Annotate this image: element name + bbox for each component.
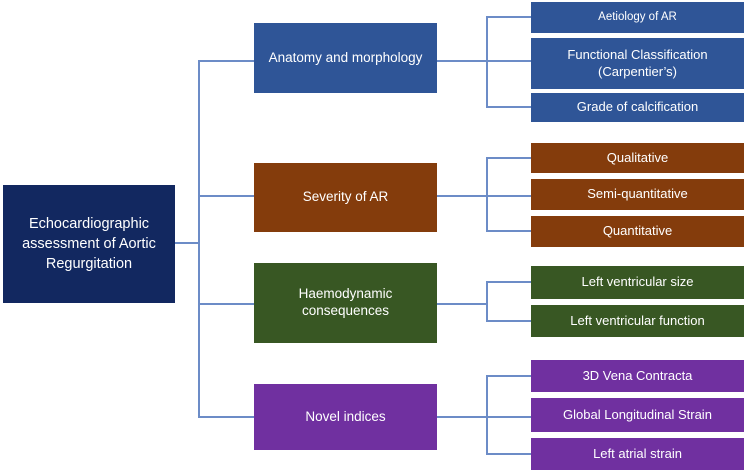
leaf-node-global-longitudinal-strain: Global Longitudinal Strain bbox=[531, 398, 744, 432]
leaf-node-lv-size: Left ventricular size bbox=[531, 266, 744, 299]
connector-anatomy-child1 bbox=[486, 16, 531, 18]
leaf-node-3d-vena-contracta: 3D Vena Contracta bbox=[531, 360, 744, 392]
connector-severity-child3 bbox=[486, 230, 531, 232]
connector-severity-out bbox=[437, 195, 531, 197]
leaf-node-label: Left atrial strain bbox=[593, 445, 682, 461]
connector-haemodynamic-child2 bbox=[486, 320, 531, 322]
branch-node-severity: Severity of AR bbox=[254, 163, 437, 232]
connector-haemodynamic-child1 bbox=[486, 281, 531, 283]
connector-novel-vertical bbox=[486, 375, 488, 455]
branch-node-novel-indices: Novel indices bbox=[254, 384, 437, 450]
leaf-node-label: Global Longitudinal Strain bbox=[563, 406, 712, 422]
connector-haemodynamic-out bbox=[437, 303, 487, 305]
leaf-node-label: Aetiology of AR bbox=[598, 11, 677, 24]
leaf-node-label: Grade of calcification bbox=[576, 99, 699, 115]
leaf-node-qualitative: Qualitative bbox=[531, 143, 744, 173]
connector-novel-child1 bbox=[486, 375, 531, 377]
connector-anatomy-vertical bbox=[486, 16, 488, 108]
connector-anatomy-child3 bbox=[486, 106, 531, 108]
leaf-node-label: Functional Classification (Carpentier’s) bbox=[567, 47, 708, 79]
connector-trunk-vertical bbox=[198, 60, 200, 418]
branch-node-label: Novel indices bbox=[305, 408, 386, 424]
connector-haemodynamic-vertical bbox=[486, 281, 488, 322]
leaf-node-functional-classification: Functional Classification (Carpentier’s) bbox=[531, 38, 744, 89]
connector-trunk-to-novel bbox=[200, 416, 254, 418]
branch-node-anatomy-morphology: Anatomy and morphology bbox=[254, 23, 437, 93]
leaf-node-left-atrial-strain: Left atrial strain bbox=[531, 438, 744, 470]
leaf-node-aetiology: Aetiology of AR bbox=[531, 2, 744, 33]
leaf-node-label: Quantitative bbox=[602, 223, 673, 239]
connector-novel-out bbox=[437, 416, 531, 418]
branch-node-label: Anatomy and morphology bbox=[268, 49, 423, 65]
leaf-node-label: Left ventricular function bbox=[570, 312, 705, 328]
connector-severity-vertical bbox=[486, 157, 488, 232]
connector-severity-child1 bbox=[486, 157, 531, 159]
leaf-node-label: Semi-quantitative bbox=[587, 186, 688, 202]
leaf-node-label: 3D Vena Contracta bbox=[582, 367, 693, 383]
branch-node-label: Severity of AR bbox=[302, 189, 389, 205]
leaf-node-quantitative: Quantitative bbox=[531, 216, 744, 247]
leaf-node-label: Qualitative bbox=[606, 149, 669, 165]
root-node-label: Echocardiographic assessment of Aortic R… bbox=[22, 215, 156, 273]
leaf-node-semi-quantitative: Semi-quantitative bbox=[531, 179, 744, 210]
leaf-node-lv-function: Left ventricular function bbox=[531, 305, 744, 337]
connector-trunk-to-severity bbox=[200, 195, 254, 197]
leaf-node-grade-calcification: Grade of calcification bbox=[531, 93, 744, 122]
connector-trunk-to-haemodynamic bbox=[200, 303, 254, 305]
branch-node-label: Haemodynamic consequences bbox=[298, 286, 393, 318]
connector-trunk-to-anatomy bbox=[200, 60, 254, 62]
branch-node-haemodynamic: Haemodynamic consequences bbox=[254, 263, 437, 343]
root-node-echo-assessment: Echocardiographic assessment of Aortic R… bbox=[3, 185, 175, 303]
connector-novel-child3 bbox=[486, 453, 531, 455]
connector-root-to-trunk bbox=[175, 242, 200, 244]
leaf-node-label: Left ventricular size bbox=[581, 274, 694, 290]
connector-anatomy-out bbox=[437, 60, 531, 62]
